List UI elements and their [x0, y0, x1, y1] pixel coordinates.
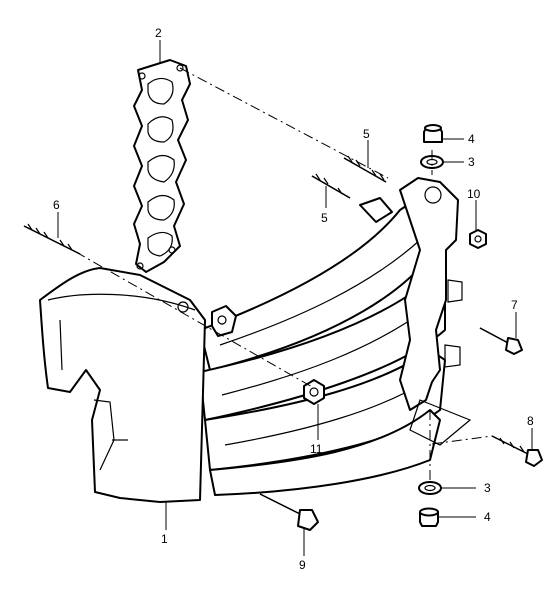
label-part-5-lower: 5 [321, 211, 328, 225]
alignment-lines [75, 67, 493, 480]
label-part-3-top: 3 [468, 155, 475, 169]
bolt-7 [479, 327, 523, 355]
washer-3-bottom [418, 481, 442, 495]
manifold-gasket [133, 59, 191, 273]
label-part-11: 11 [310, 442, 323, 456]
stud-5-upper [343, 155, 387, 183]
label-part-8: 8 [527, 414, 534, 428]
plug-4-bottom [419, 507, 439, 527]
nut-10 [469, 229, 487, 249]
label-part-4-top: 4 [468, 132, 475, 146]
label-part-10: 10 [467, 187, 481, 201]
bolt-9 [259, 493, 319, 531]
bolt-8 [491, 435, 543, 467]
plug-4-top [423, 124, 443, 143]
leader-lines [57, 40, 533, 556]
nut-11 [303, 379, 325, 405]
stud-6 [23, 223, 81, 255]
intake-manifold [39, 177, 472, 503]
label-part-4-bottom: 4 [484, 510, 491, 524]
stud-5-lower [311, 173, 351, 199]
label-part-7: 7 [511, 298, 518, 312]
part-number-labels: 2 5 5 6 4 3 10 7 8 3 4 11 1 9 [53, 26, 534, 572]
label-part-6: 6 [53, 198, 60, 212]
label-part-5-upper: 5 [363, 127, 370, 141]
label-part-2: 2 [155, 26, 162, 40]
label-part-1: 1 [161, 532, 168, 546]
label-part-3-bottom: 3 [484, 481, 491, 495]
label-part-9: 9 [299, 558, 306, 572]
